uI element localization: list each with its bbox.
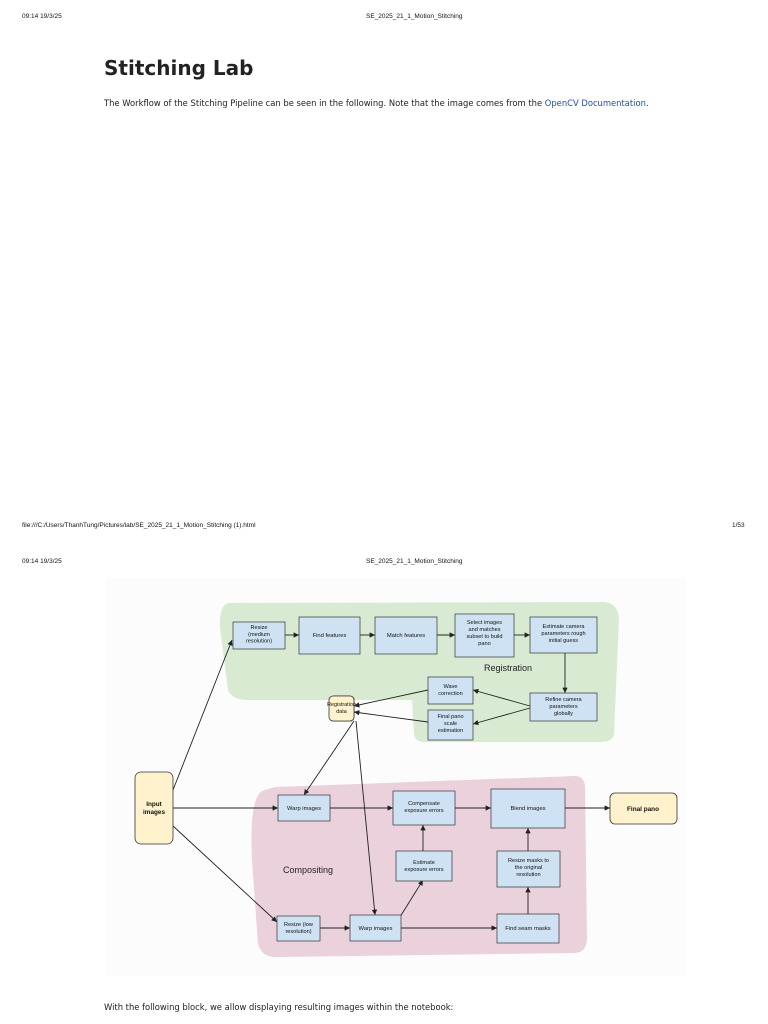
page1-header-time: 09:14 19/3/25 [22, 13, 62, 20]
node-warp-images-top: Warp images [277, 794, 331, 822]
page2-header-title: SE_2025_21_1_Motion_Stitching [366, 558, 463, 565]
edge-input-to-resize-medium [172, 639, 233, 791]
intro-text: The Workflow of the Stitching Pipeline c… [104, 98, 545, 108]
node-warp-images-bottom: Warp images [349, 914, 402, 942]
edge-wave-to-regdata [353, 689, 429, 708]
edge-refine-to-scale [472, 707, 531, 726]
opencv-documentation-link[interactable]: OpenCV Documentation [544, 98, 646, 108]
bottom-paragraph: With the following block, we allow displ… [104, 1002, 454, 1012]
edge-scale-to-regdata [353, 710, 429, 723]
node-registration-data-box [328, 695, 355, 722]
svg-text:Warp images: Warp images [287, 806, 321, 812]
edge-input-to-resize-low [172, 825, 278, 923]
page2-header-time: 09:14 19/3/25 [22, 558, 62, 565]
intro-end: . [645, 98, 649, 108]
registration-label: Registration [484, 663, 532, 673]
node-match-features: Match features [374, 616, 438, 655]
edge-refine-to-wave [472, 688, 531, 707]
svg-text:Final pano: Final pano [627, 806, 659, 813]
page1-footer-path: file:///C:/Users/ThanhTung/Pictures/lab/… [22, 522, 256, 529]
node-blend-images: Blend images [490, 788, 566, 829]
edge-warp-bottom-to-estimate-exposure [399, 879, 424, 918]
page-title: Stitching Lab [104, 56, 254, 80]
svg-text:Find features: Find features [313, 633, 347, 639]
svg-text:Blend images: Blend images [510, 806, 545, 812]
node-find-seam-masks: Find seam masks [496, 913, 560, 944]
node-final-pano: Final pano [609, 792, 678, 825]
page1-header-title: SE_2025_21_1_Motion_Stitching [366, 13, 463, 20]
svg-text:Warp images: Warp images [359, 926, 393, 932]
edge-regdata-to-warp-top [303, 720, 355, 796]
node-find-features: Find features [298, 616, 361, 655]
compositing-label: Compositing [283, 865, 333, 875]
edge-regdata-to-warp-bottom [355, 720, 378, 916]
diagram-edges [172, 632, 610, 931]
svg-text:Match features: Match features [387, 633, 425, 639]
svg-text:Find seam masks: Find seam masks [505, 926, 551, 932]
intro-paragraph: The Workflow of the Stitching Pipeline c… [104, 98, 649, 108]
page1-footer-page-number: 1/53 [732, 522, 745, 529]
